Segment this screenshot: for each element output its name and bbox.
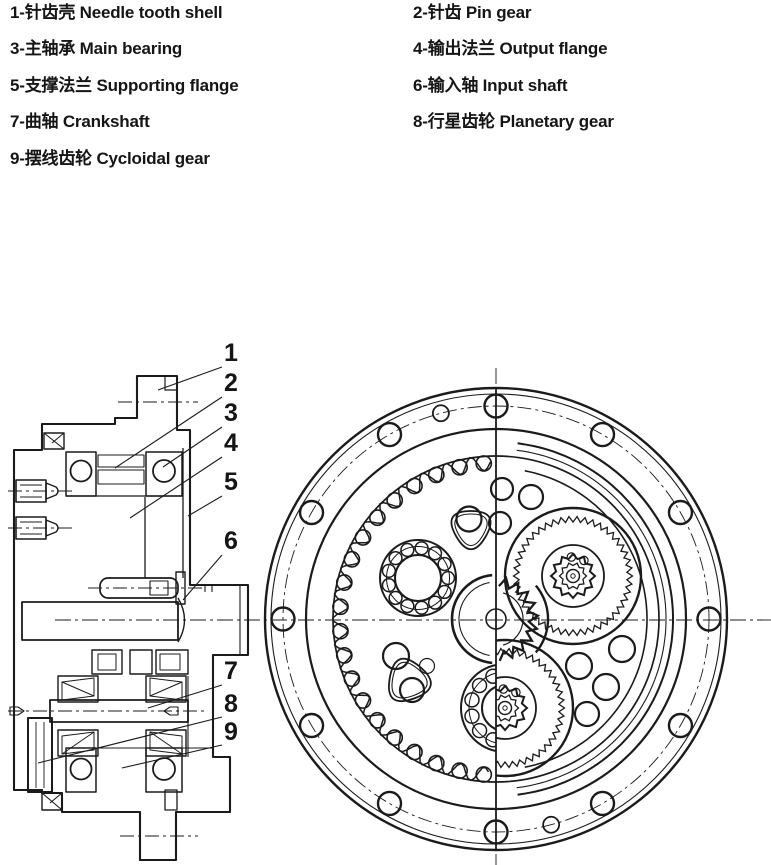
- callout-9: 9: [224, 718, 238, 746]
- callouts: 1 2 3 4 5 6 7 8 9: [224, 339, 238, 746]
- callout-6: 6: [224, 527, 238, 555]
- front-view-left-half: [331, 455, 496, 783]
- legend-item-8: 8-行星齿轮 Planetary gear: [413, 112, 614, 131]
- legend-item-4: 4-输出法兰 Output flange: [413, 39, 608, 58]
- legend-item-1: 1-针齿壳 Needle tooth shell: [10, 3, 223, 22]
- main-bearing-top: [65, 451, 183, 497]
- callout-2: 2: [224, 369, 238, 397]
- front-view-overlay: [55, 368, 771, 865]
- flange-walls: [144, 448, 184, 578]
- leader-lines: [37, 366, 223, 769]
- legend-item-5: 5-支撑法兰 Supporting flange: [10, 76, 239, 95]
- legend-item-9: 9-摆线齿轮 Cycloidal gear: [10, 149, 210, 168]
- oil-seal-bottom: [41, 792, 63, 811]
- legend-item-3: 3-主轴承 Main bearing: [10, 39, 183, 58]
- gear-sections: [91, 649, 189, 675]
- front-view-right-half: [496, 442, 674, 796]
- section-view: [8, 366, 250, 862]
- crankshaft-section: [9, 675, 189, 757]
- callout-3: 3: [224, 399, 238, 427]
- centerlines: [8, 401, 205, 837]
- callout-8: 8: [224, 690, 238, 718]
- main-bearing-bottom: [65, 747, 213, 793]
- oil-seal-top: [43, 432, 65, 450]
- callout-4: 4: [224, 429, 238, 457]
- callout-1: 1: [224, 339, 238, 367]
- input-shaft: [21, 585, 241, 655]
- planetary-gear-section: [27, 717, 53, 793]
- callout-7: 7: [224, 657, 238, 685]
- legend-item-7: 7-曲轴 Crankshaft: [10, 112, 150, 131]
- legend-item-6: 6-输入轴 Input shaft: [413, 76, 568, 95]
- legend-item-2: 2-针齿 Pin gear: [413, 3, 532, 22]
- callout-5: 5: [224, 468, 238, 496]
